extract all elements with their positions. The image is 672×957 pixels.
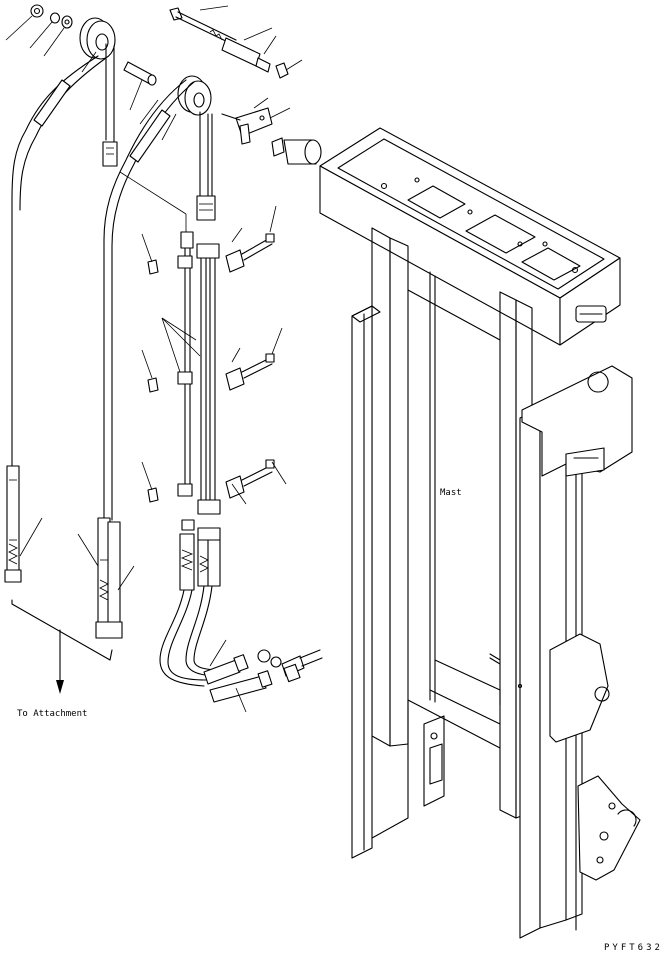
chain-anchor-bracket [521,365,633,477]
to-attachment-label: To Attachment [17,709,88,719]
spacer-tube [123,61,157,86]
channel-side-plate [549,633,610,743]
hose-clamps-left [147,259,159,503]
center-hydraulic-tubes [177,231,221,541]
left-sheave [79,17,116,60]
sheave-bracket [221,107,273,145]
top-hardware [30,4,322,165]
left-hose-fittings [4,465,123,639]
leader-lines [5,5,303,713]
nut-washers [30,4,73,29]
lower-hose-fittings [159,533,223,687]
hose-clamps-right [225,233,275,499]
elbow-fittings [203,649,323,703]
inner-mast-rails [371,227,533,819]
outer-mast-channels [351,305,583,939]
lower-mast-bracket [577,775,641,881]
hoses [4,43,323,703]
mast [319,127,641,939]
mast-label: Mast [440,488,462,498]
drawing-code: PYFT632 [604,943,663,953]
right-sheave [177,75,212,116]
pin-bolt [169,7,289,79]
stopper-cylinder [271,137,322,165]
lower-left-bracket [423,715,445,807]
